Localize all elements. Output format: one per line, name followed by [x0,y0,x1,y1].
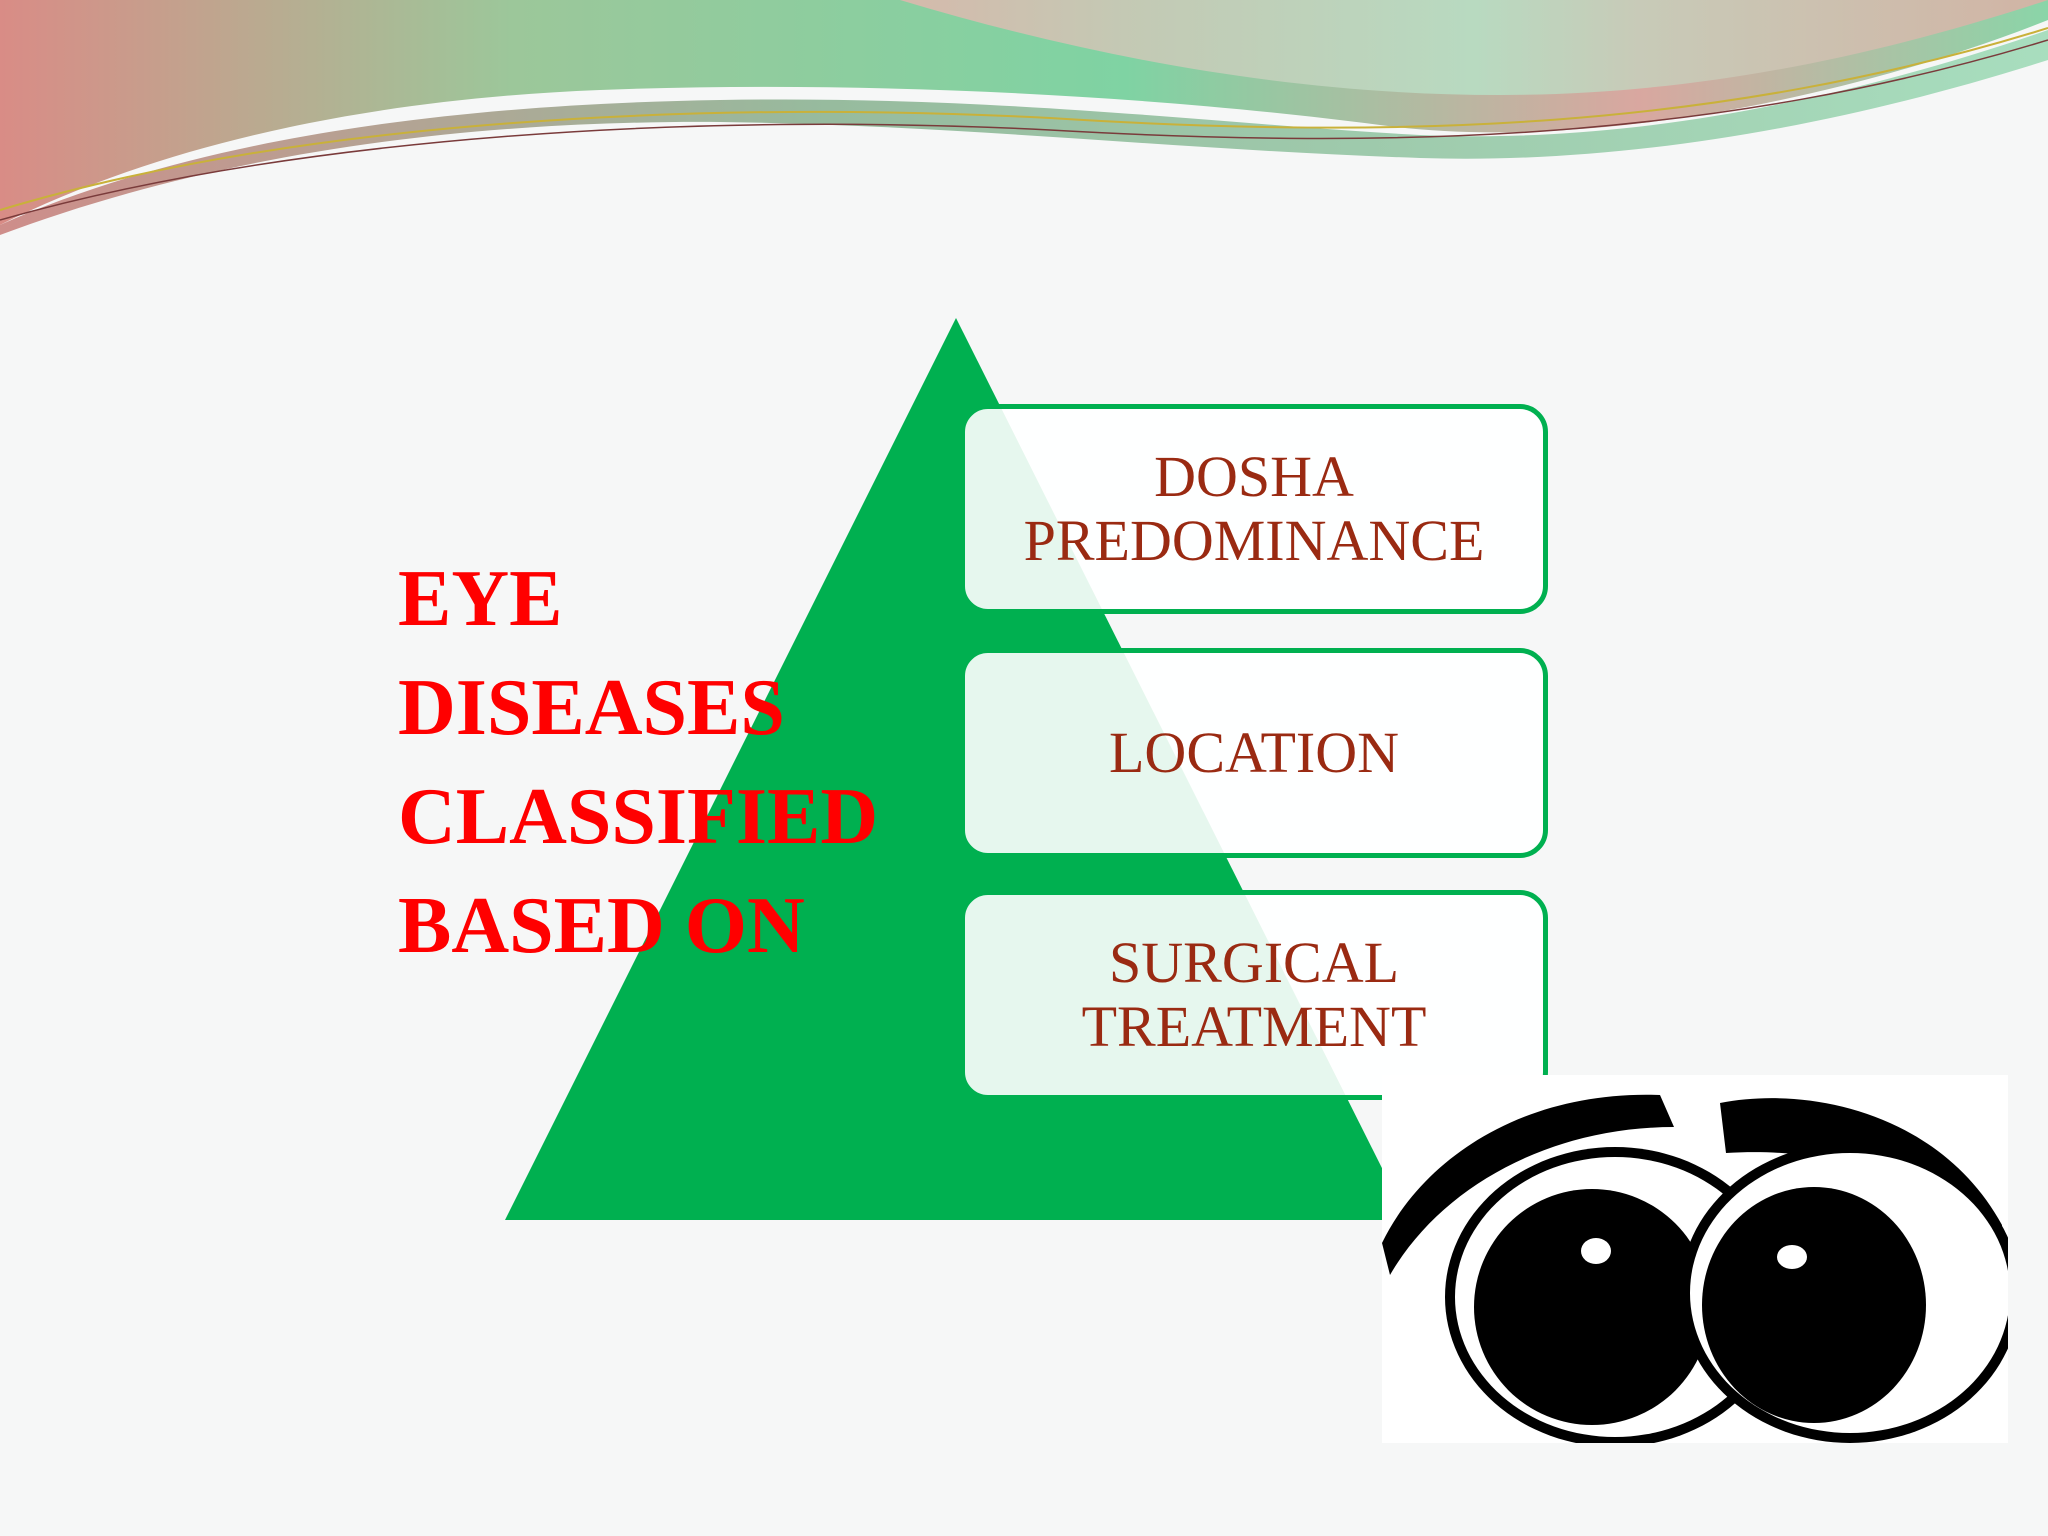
category-box-dosha: DOSHA PREDOMINANCE [960,404,1548,614]
category-label-dosha: DOSHA PREDOMINANCE [1023,444,1485,573]
slide-title: EYE DISEASES CLASSIFIED BASED ON [398,555,879,970]
category-label-surgical: SURGICAL TREATMENT [1081,930,1427,1059]
category-box-surgical: SURGICAL TREATMENT [960,890,1548,1100]
cartoon-eyes-icon [1382,1075,2008,1443]
category-label-location: LOCATION [1109,720,1399,785]
category-box-location: LOCATION [960,648,1548,858]
header-swoosh-decoration [0,0,2048,235]
